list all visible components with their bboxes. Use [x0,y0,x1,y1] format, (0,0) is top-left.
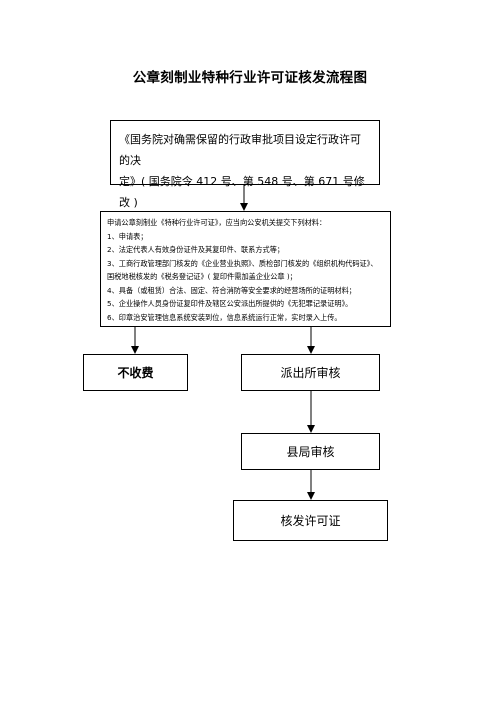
materials-item: 1、申请表； [107,231,148,241]
county-bureau-review-label: 县局审核 [286,445,335,459]
county-bureau-review-box: 县局审核 [241,433,380,470]
issue-permit-box: 核发许可证 [233,500,388,541]
legal-basis-box: 《国务院对确需保留的行政审批项目设定行政许可的决 定》( 国务院令 412 号、… [110,120,380,209]
materials-intro: 申请公章刻制业《特种行业许可证》，应当向公安机关提交下列材料： [107,218,327,227]
materials-item: 5、企业操作人员身份证复印件及辖区公安派出所提供的《无犯罪记录证明》。 [107,299,353,308]
materials-item: 3、工商行政管理部门核发的《企业营业执照》、质检部门核发的《组织机构代码证》、 [107,258,378,268]
police-station-review-box: 派出所审核 [241,354,380,391]
page-title: 公章刻制业特种行业许可证核发流程图 [132,70,368,86]
police-station-review-label: 派出所审核 [280,366,341,380]
no-fee-box: 不收费 [83,354,188,391]
issue-permit-label: 核发许可证 [280,514,341,528]
materials-item: 6、印章治安管理信息系统安装到位，信息系统运行正常，实时录入上传。 [107,312,342,322]
materials-item: 2、法定代表人有效身份证件及其复印件、联系方式等； [107,245,285,254]
legal-basis-line-1: 《国务院对确需保留的行政审批项目设定行政许可的决 [119,133,361,167]
materials-item-continued: 国税地税核发的《税务登记证》( 复印件需加盖企业公章 )； [107,272,297,281]
required-materials-box: 申请公章刻制业《特种行业许可证》，应当向公安机关提交下列材料： 1、申请表； 2… [100,211,391,327]
legal-basis-line-2: 定》( 国务院令 412 号、第 548 号、第 671 号修改 ) [119,175,365,209]
materials-item: 4、具备（或租赁）合法、固定、符合消防等安全要求的经营场所的证明材料； [107,285,356,295]
no-fee-label: 不收费 [117,366,154,380]
